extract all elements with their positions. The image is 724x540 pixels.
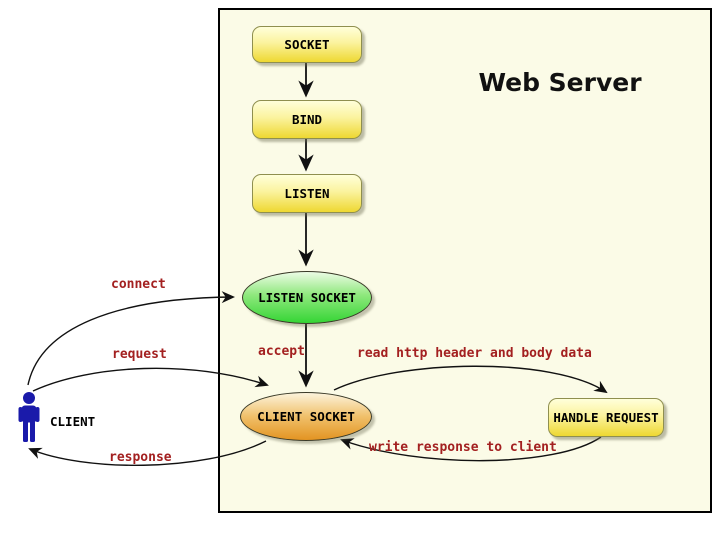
node-handle-request-label: HANDLE REQUEST (553, 410, 659, 425)
edge-label-read: read http header and body data (357, 346, 592, 361)
node-listen-socket: LISTEN SOCKET (242, 271, 372, 324)
node-listen-socket-label: LISTEN SOCKET (258, 290, 356, 305)
arrow-response (28, 440, 267, 466)
node-socket-label: SOCKET (284, 37, 330, 52)
node-bind: BIND (252, 100, 362, 139)
node-client-socket-label: CLIENT SOCKET (257, 409, 355, 424)
node-listen-label: LISTEN (284, 186, 330, 201)
web-server-title: Web Server (478, 68, 642, 97)
arrow-request (32, 367, 269, 392)
edge-label-request: request (112, 347, 167, 362)
arrow-read-request (333, 365, 608, 394)
arrow-connect (27, 291, 235, 386)
node-handle-request: HANDLE REQUEST (548, 398, 664, 437)
edge-label-connect: connect (111, 277, 166, 292)
node-listen: LISTEN (252, 174, 362, 213)
node-socket: SOCKET (252, 26, 362, 63)
node-client-socket: CLIENT SOCKET (240, 392, 372, 441)
arrow-write-response (340, 436, 602, 462)
client-label: CLIENT (50, 414, 96, 429)
node-bind-label: BIND (291, 112, 323, 127)
edge-label-response: response (109, 450, 172, 465)
edge-label-write: write response to client (369, 440, 557, 455)
client-person-icon (18, 392, 40, 442)
edge-label-accept: accept (258, 344, 305, 359)
